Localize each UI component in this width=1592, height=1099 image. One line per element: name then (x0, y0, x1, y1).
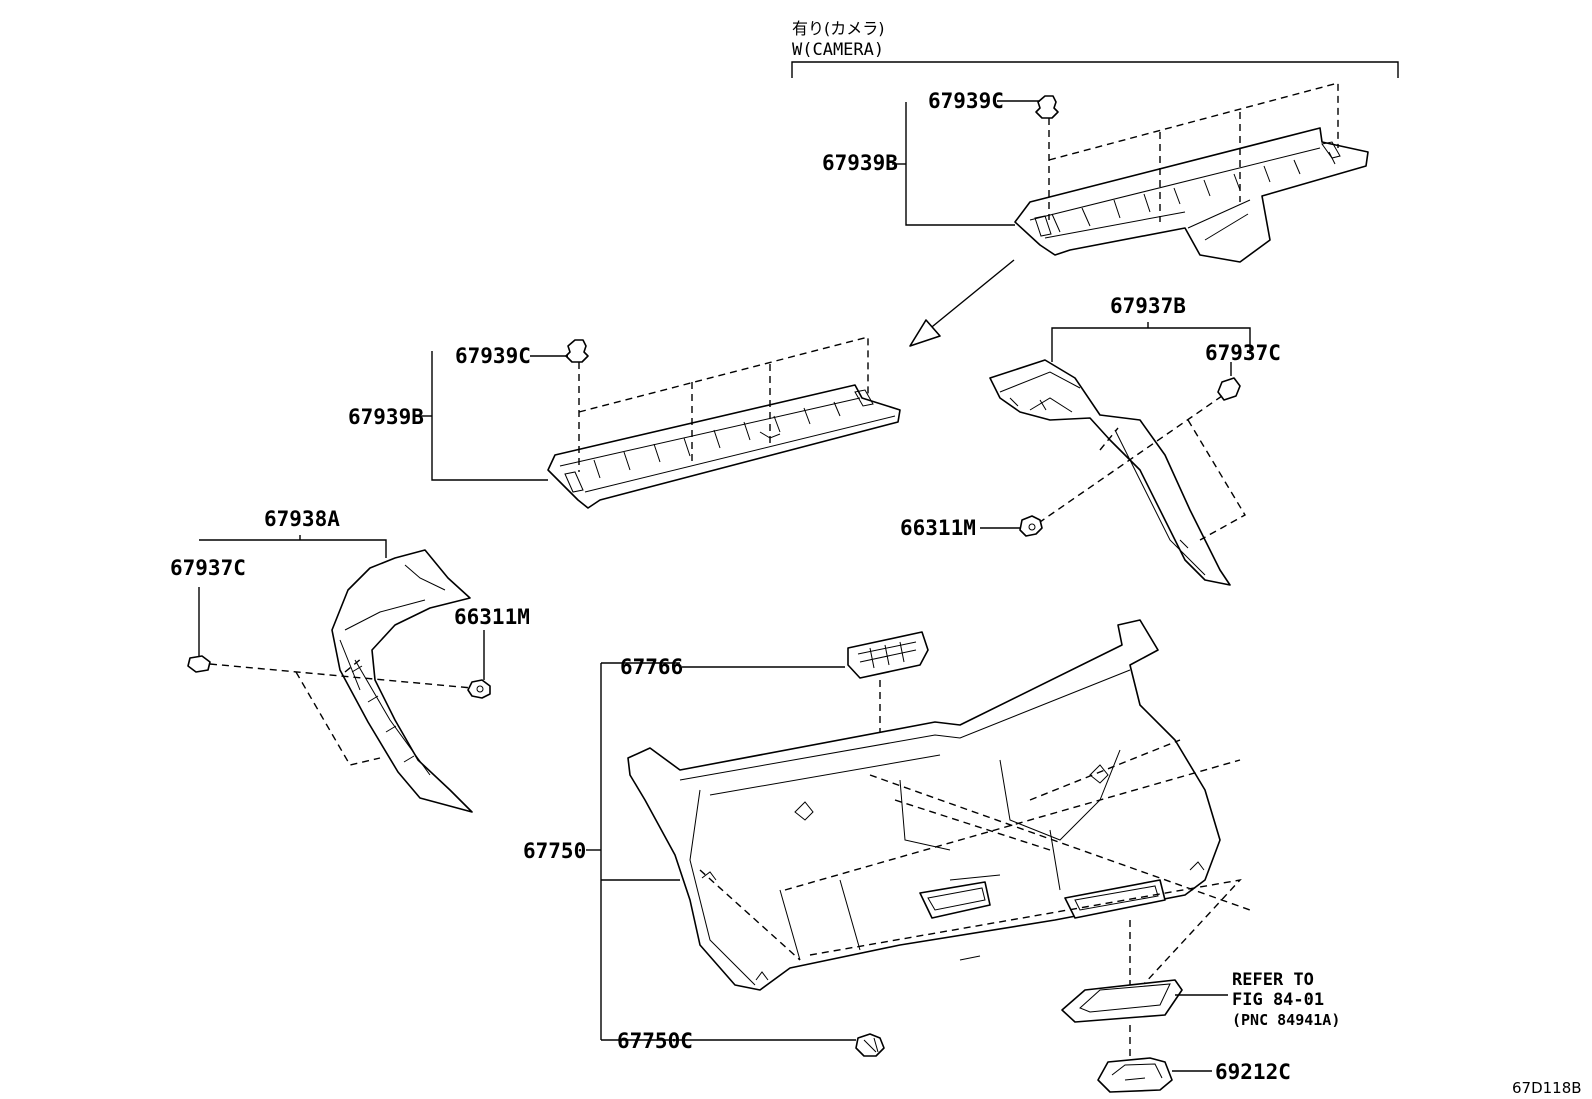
back-door-garnish (547, 384, 901, 509)
clip-icon-top (1035, 95, 1059, 119)
refer-note-line1: REFER TO (1232, 970, 1314, 990)
part-number-67937C-left: 67937C (170, 556, 246, 580)
part-number-66311M-left: 66311M (454, 605, 530, 629)
part-number-67939B-top: 67939B (822, 151, 898, 175)
grommet-icon-right (1019, 515, 1043, 537)
part-number-67750C: 67750C (617, 1029, 693, 1053)
clip-icon-67750C (855, 1033, 885, 1057)
variant-label-jp: 有り(カメラ) (792, 19, 885, 38)
clip-icon-left (187, 655, 211, 673)
part-number-67750: 67750 (523, 839, 586, 863)
refer-note-line2: FIG 84-01 (1232, 990, 1324, 1010)
variant-bracket (791, 61, 1399, 78)
door-handle-assembly (1061, 979, 1183, 1023)
refer-note-line3: (PNC 84941A) (1232, 1011, 1340, 1029)
left-quarter-pillar-garnish (331, 549, 473, 813)
arrow-icon (909, 259, 1015, 347)
part-number-69212C: 69212C (1215, 1060, 1291, 1084)
variant-label-en: W(CAMERA) (792, 40, 884, 60)
back-door-inside-handle (1097, 1057, 1173, 1093)
back-door-trim-board (627, 619, 1221, 991)
clip-icon-mid (565, 339, 589, 363)
clip-icon-right (1217, 377, 1241, 401)
part-number-67939C-mid: 67939C (455, 344, 531, 368)
part-number-67939C-top: 67939C (928, 89, 1004, 113)
part-number-67937B: 67937B (1110, 294, 1186, 318)
part-number-67938A: 67938A (264, 507, 340, 531)
part-number-67937C-right: 67937C (1205, 341, 1281, 365)
part-number-67939B-mid: 67939B (348, 405, 424, 429)
part-number-67766: 67766 (620, 655, 683, 679)
grommet-icon-left (467, 679, 491, 699)
back-door-cover (847, 631, 929, 679)
back-door-garnish-camera (1014, 127, 1369, 263)
figure-code: 67D118B (1512, 1079, 1582, 1097)
part-number-66311M-right: 66311M (900, 516, 976, 540)
right-quarter-pillar-garnish (989, 359, 1231, 586)
